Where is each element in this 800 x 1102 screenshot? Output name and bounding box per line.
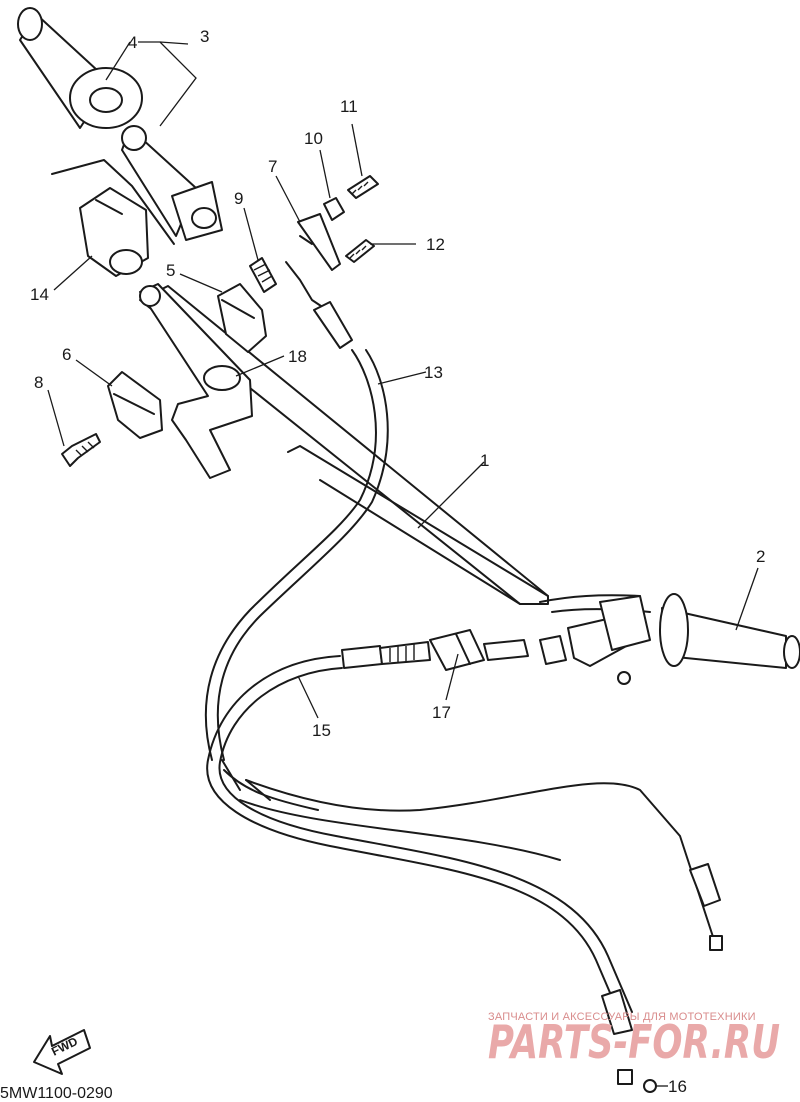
nut-10 xyxy=(323,197,345,221)
throttle-cable xyxy=(204,261,561,861)
lever-adjuster xyxy=(429,615,631,685)
throttle-grip xyxy=(121,125,223,241)
lever-bracket xyxy=(139,283,253,479)
callout-18: 18 xyxy=(288,347,307,366)
callout-5: 5 xyxy=(166,261,175,280)
clutch-cable xyxy=(206,641,723,1093)
adjuster-9 xyxy=(249,257,277,293)
fwd-arrow-icon: FWD xyxy=(33,1029,91,1075)
right-grip xyxy=(599,593,800,669)
cable-guide-7 xyxy=(297,213,341,271)
watermark-caption: ЗАПЧАСТИ И АКСЕССУАРЫ ДЛЯ МОТОТЕХНИКИ xyxy=(488,1011,756,1023)
left-grip xyxy=(17,7,143,129)
clamp-upper xyxy=(217,283,267,353)
callout-3: 3 xyxy=(200,27,209,46)
clamp-lower xyxy=(107,371,163,439)
callout-12: 12 xyxy=(426,235,445,254)
callout-10: 10 xyxy=(304,129,323,148)
callout-11: 11 xyxy=(340,97,358,116)
leader-lines xyxy=(47,41,759,1087)
callout-labels: 1 2 3 4 5 6 7 8 9 10 11 12 13 14 15 16 1… xyxy=(30,27,765,1096)
callout-17: 17 xyxy=(432,703,451,722)
callout-14: 14 xyxy=(30,285,49,304)
callout-15: 15 xyxy=(312,721,331,740)
watermark-brand: PARTS-FOR.RU xyxy=(488,1015,780,1069)
callout-1: 1 xyxy=(480,451,489,470)
watermark: ЗАПЧАСТИ И АКСЕССУАРЫ ДЛЯ МОТОТЕХНИКИ PA… xyxy=(488,1011,780,1069)
callout-16: 16 xyxy=(668,1077,687,1096)
screw-11 xyxy=(347,175,379,199)
screw-12 xyxy=(345,239,375,263)
callout-8: 8 xyxy=(34,373,43,392)
diagram-code: 5MW1100-0290 xyxy=(0,1085,113,1102)
callout-7: 7 xyxy=(268,157,277,176)
callout-2: 2 xyxy=(756,547,765,566)
callout-4: 4 xyxy=(128,33,137,52)
bolt-8 xyxy=(61,433,101,467)
callout-6: 6 xyxy=(62,345,71,364)
throttle-housing xyxy=(51,159,175,277)
callout-9: 9 xyxy=(234,189,243,208)
callout-13: 13 xyxy=(424,363,443,382)
